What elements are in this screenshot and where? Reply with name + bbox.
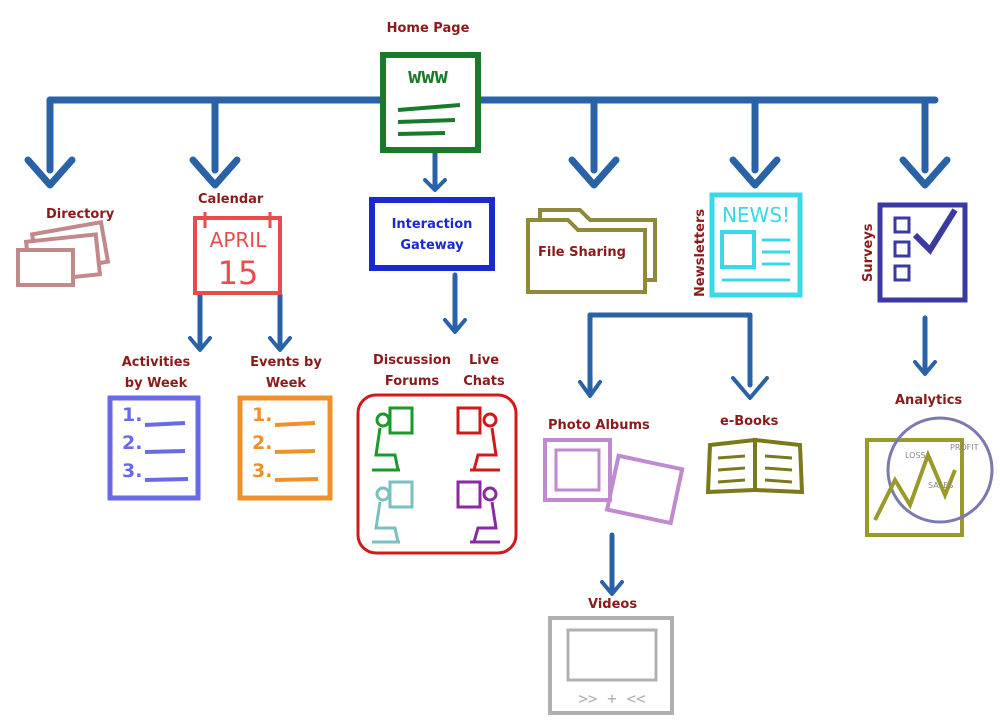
home-page-label: Home Page [386,21,470,36]
calendar-day: 15 [218,254,259,292]
videos-label: Videos [588,597,638,612]
events-by-week-label: Events by Week [250,355,322,391]
person-at-computer-teal [372,480,414,544]
ebook-icon [705,437,805,495]
person-at-computer-purple [456,480,500,544]
calendar-month: APRIL [210,228,268,252]
analytics-word-loss: LOSS [905,451,926,460]
connectors-thin [197,142,928,593]
survey-icon [877,202,968,303]
directory-label: Directory [46,207,115,222]
ebooks-label: e-Books [720,414,779,429]
person-at-computer-red [456,406,500,472]
calendar-icon [193,212,282,295]
activities-by-week-label: Activities by Week [121,355,191,391]
activities-item-1: 1. [122,404,143,426]
events-list-icon [237,395,333,501]
analytics-word-sales: SALES [928,481,953,490]
connector-main-bar [46,96,939,174]
directory-icon [16,219,111,287]
activities-item-2: 2. [122,432,143,454]
live-chats-label: Live Chats [463,353,505,389]
newsletters-label: Newsletters [693,208,708,297]
events-item-1: 1. [252,404,273,426]
home-icon-text: www [408,64,448,89]
activities-list-icon [107,395,201,501]
calendar-label: Calendar [198,192,264,207]
video-controls: >> + << [578,689,645,708]
analytics-label: Analytics [895,393,963,408]
video-player-icon [548,616,674,715]
home-page-icon [380,52,481,153]
activities-item-3: 3. [122,460,143,482]
discussion-forums-label: Discussion Forums [372,353,452,389]
forum-chat-box [356,393,518,555]
interaction-gateway-label: Interaction Gateway [391,217,473,253]
photo-albums-icon [543,438,685,526]
analytics-word-profit: PROFIT [950,443,979,452]
file-sharing-label: File Sharing [538,245,626,260]
arrowheads-small [188,178,937,596]
events-item-3: 3. [252,460,273,482]
newsletter-icon [709,192,803,298]
surveys-label: Surveys [861,223,876,282]
photo-albums-label: Photo Albums [548,418,650,433]
folder-icon [526,208,657,294]
arrowheads-top-row [24,156,951,189]
events-item-2: 2. [252,432,273,454]
person-at-computer-green [372,406,414,472]
news-icon-text: NEWS! [722,203,790,227]
interaction-gateway-box [369,197,495,271]
analytics-icon [865,416,994,537]
